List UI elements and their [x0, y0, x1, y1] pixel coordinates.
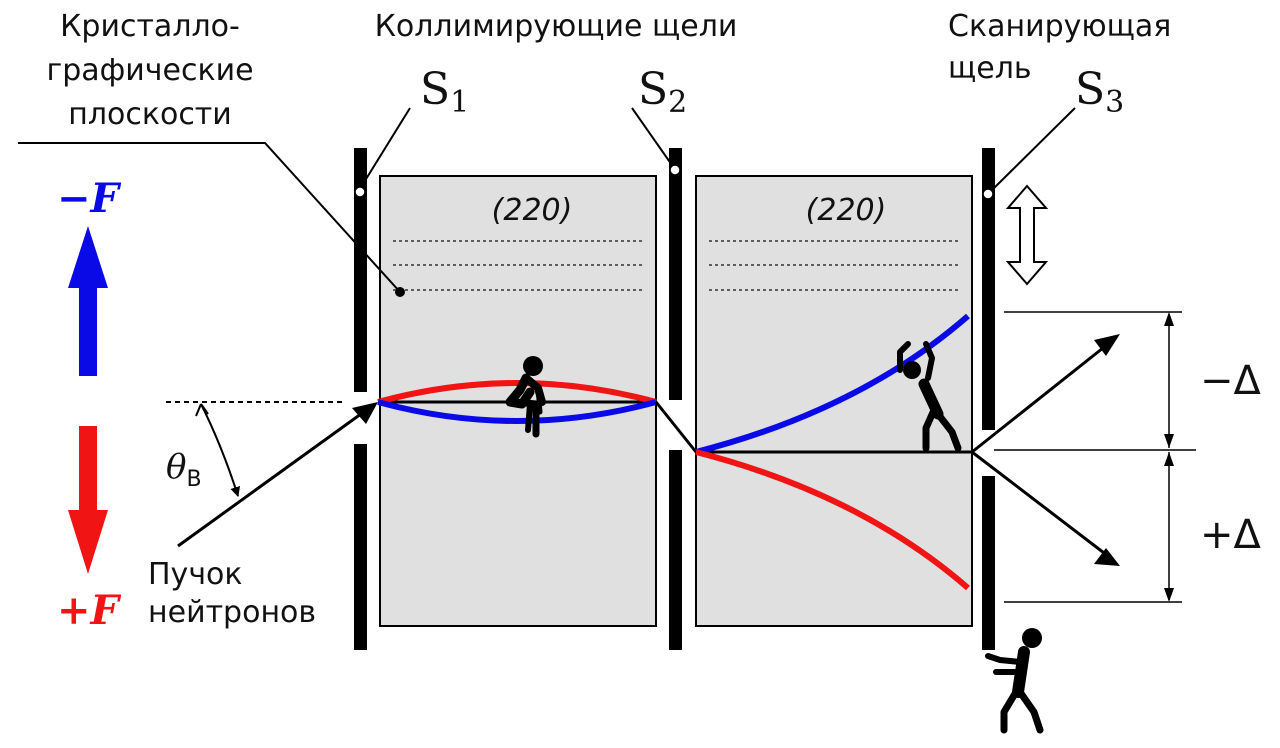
- svg-text:Пучок: Пучок: [148, 557, 243, 592]
- minus-delta-label: −Δ: [1200, 358, 1262, 404]
- sitting-figure: [505, 356, 546, 438]
- slit-s2-marker: [669, 164, 681, 176]
- blue-path-crystal-1: [377, 399, 657, 424]
- s3-label: S3: [1075, 64, 1124, 120]
- incident-beam-head: [352, 402, 378, 424]
- bragg-angle-arc: [200, 403, 241, 497]
- plane-index-1: (220): [492, 193, 573, 228]
- svg-text:плоскости: плоскости: [68, 97, 232, 132]
- svg-text:графические: графические: [46, 53, 253, 88]
- red-path-crystal-1: [377, 380, 657, 405]
- slit-s1-marker: [354, 186, 366, 198]
- beam-transfer: [654, 401, 698, 453]
- output-beam-down-head: [1094, 548, 1120, 566]
- red-path-crystal-2: [695, 449, 970, 591]
- slit-pushing-figure: [985, 628, 1044, 734]
- output-beam-down: [971, 450, 1109, 558]
- plus-f-label: +F: [57, 587, 122, 634]
- theta-label: θB: [166, 447, 202, 492]
- output-beam-up: [971, 342, 1109, 454]
- s3-leader: [987, 107, 1076, 195]
- svg-text:щель: щель: [948, 51, 1032, 86]
- incident-beam: [177, 404, 373, 548]
- scanning-slit-label: Сканирующая щель: [948, 9, 1171, 86]
- svg-text:нейтронов: нейтронов: [148, 595, 316, 630]
- beam-label: Пучок нейтронов: [148, 557, 316, 630]
- output-beam-up-head: [1094, 334, 1120, 356]
- slit-s1: [354, 148, 367, 650]
- s2-label: S2: [638, 64, 687, 120]
- svg-text:Сканирующая: Сканирующая: [948, 9, 1171, 44]
- minus-f-label: −F: [57, 175, 122, 222]
- svg-text:Кристалло-: Кристалло-: [60, 9, 240, 44]
- delta-arrowheads: [1164, 312, 1174, 602]
- s1-label: S1: [420, 64, 469, 120]
- slit-s3-marker: [982, 188, 994, 200]
- s2-leader: [631, 107, 675, 169]
- crystal-planes-label: Кристалло- графические плоскости: [46, 9, 253, 132]
- slit-s2: [669, 148, 682, 650]
- pushing-figure: [897, 341, 962, 452]
- plane-index-2: (220): [806, 193, 887, 228]
- slit-s3: [982, 148, 995, 650]
- delta-dimension: [994, 311, 1196, 603]
- collimating-slits-label: Коллимирующие щели: [375, 9, 738, 44]
- blue-path-crystal-2: [695, 313, 970, 455]
- bragg-angle-arc-head2: [195, 403, 209, 417]
- scan-double-arrow: [1005, 184, 1049, 286]
- plus-delta-label: +Δ: [1200, 512, 1262, 558]
- up-force-arrow: [68, 226, 108, 376]
- down-force-arrow: [68, 426, 108, 574]
- planes-leader-dot: [395, 287, 405, 297]
